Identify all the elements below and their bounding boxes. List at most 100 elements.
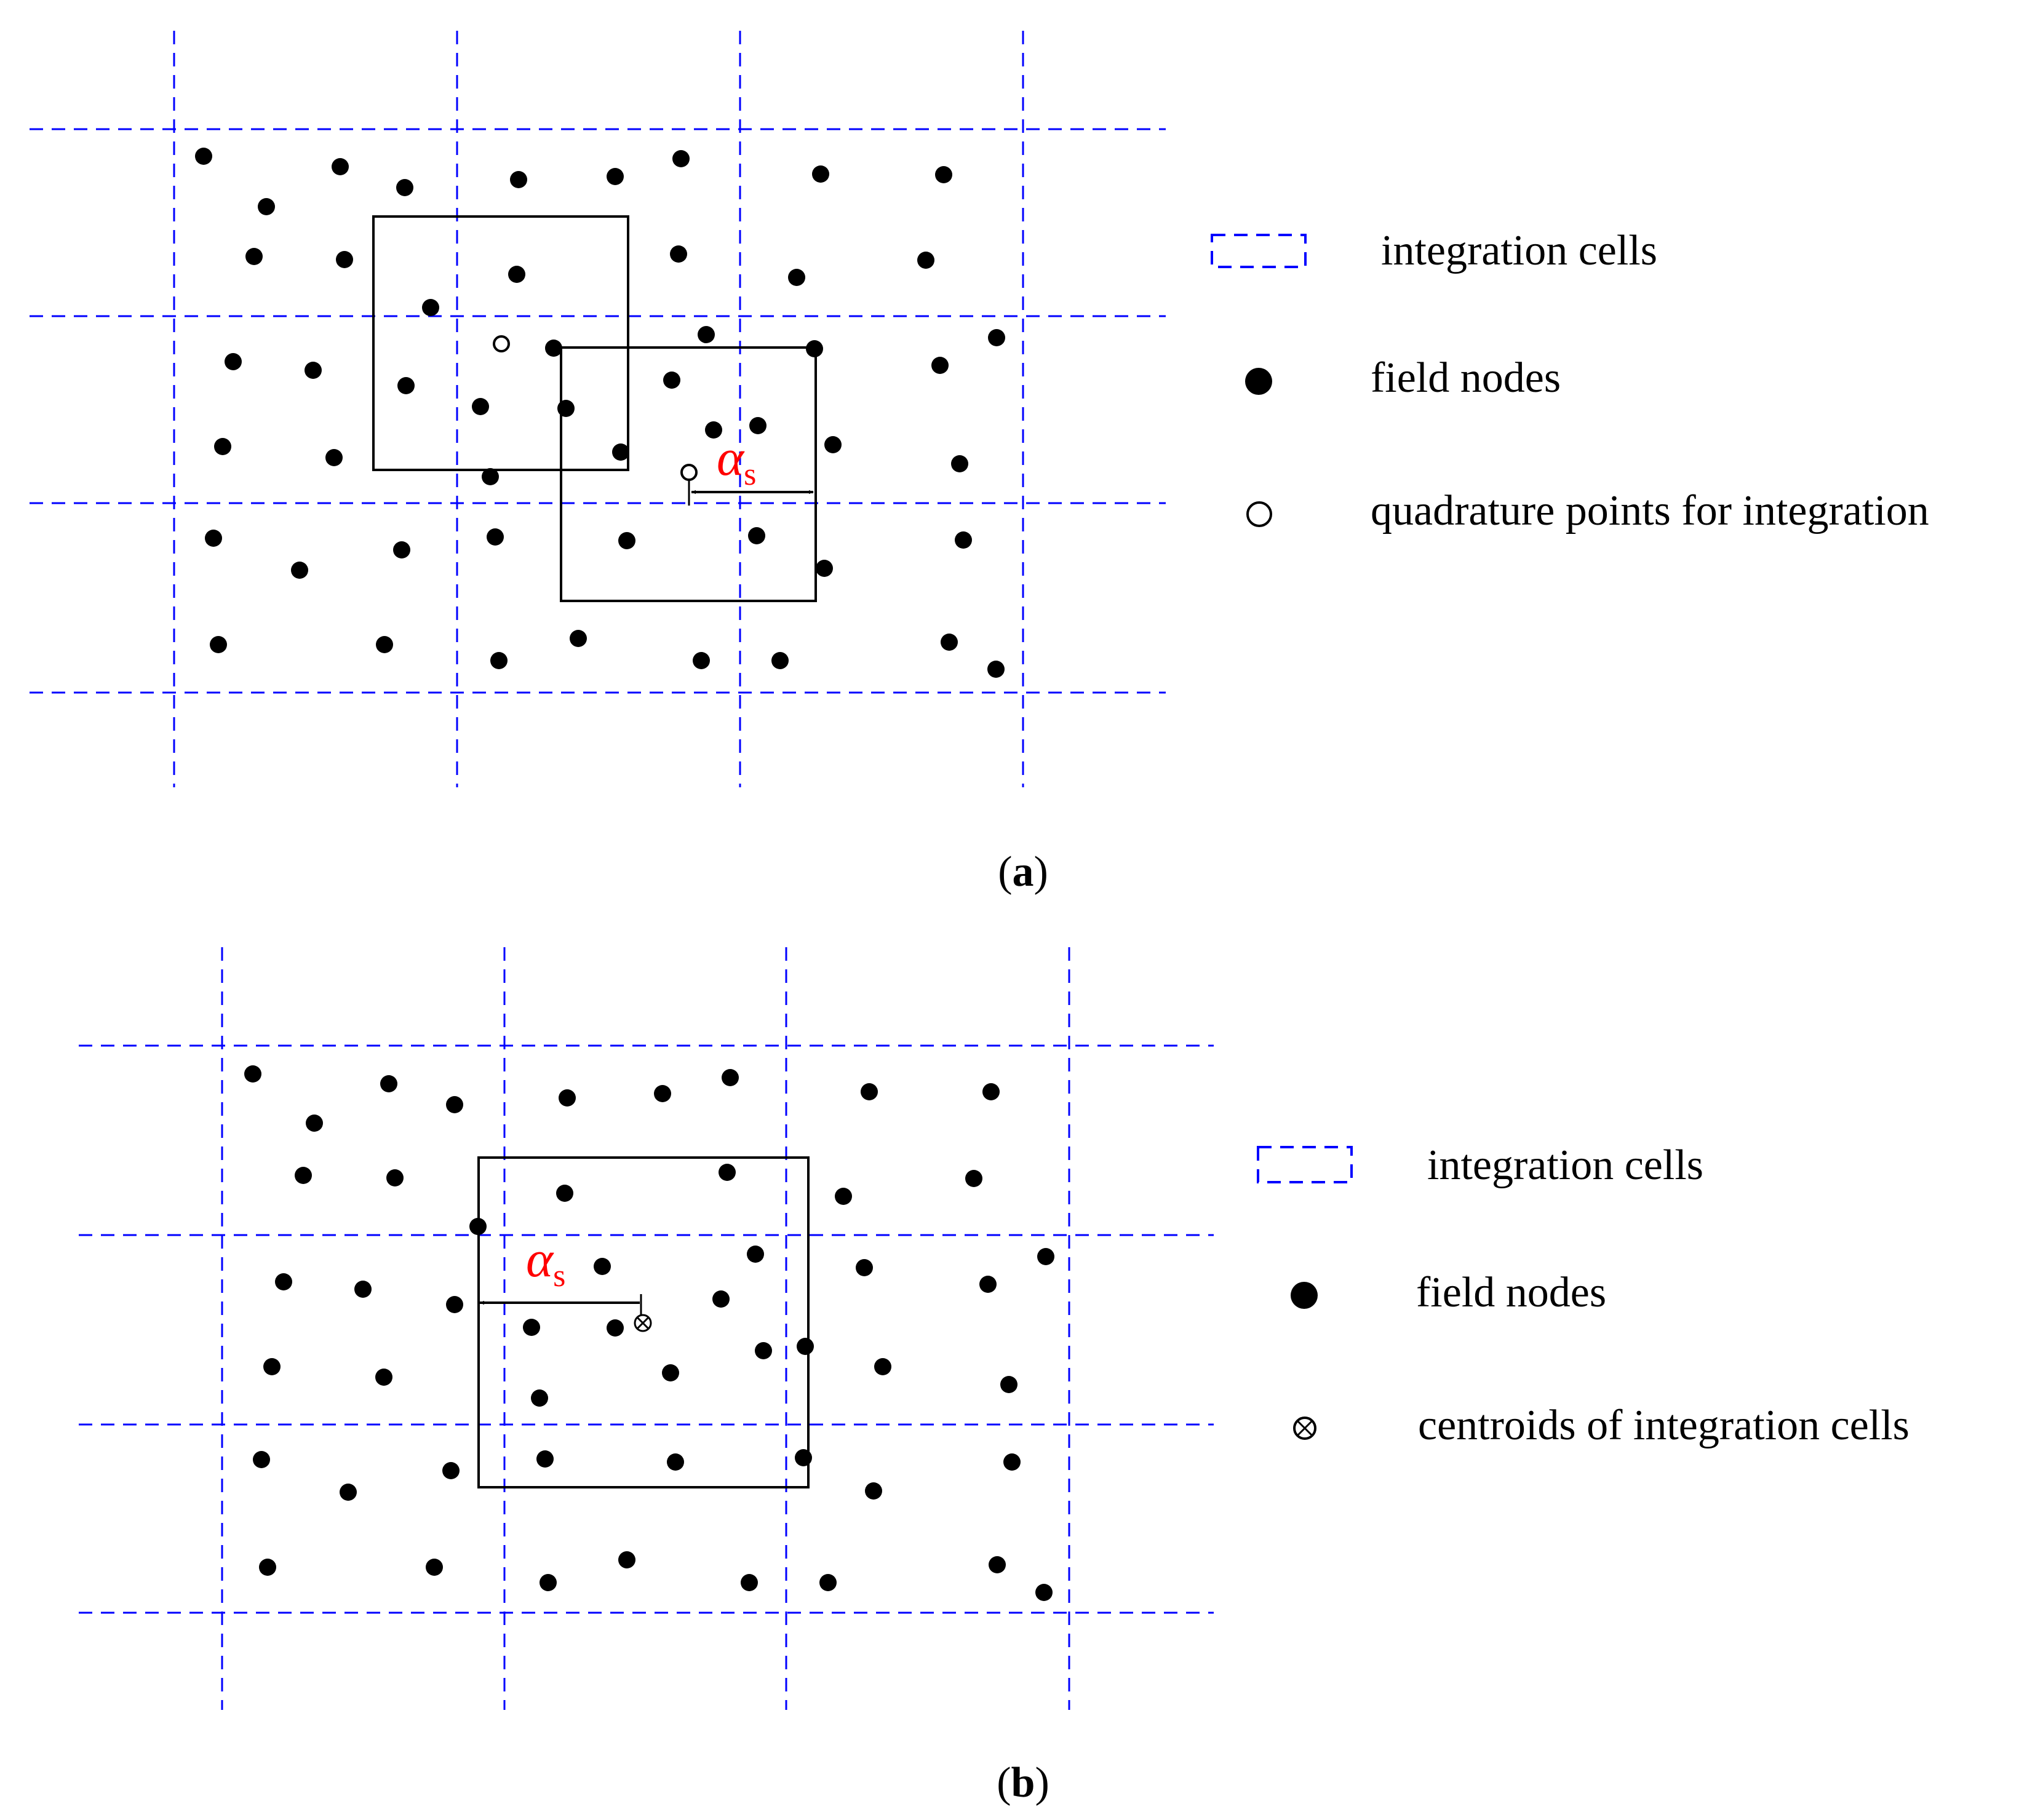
quadrature-point-icon (493, 335, 510, 352)
field-node (812, 165, 829, 183)
field-node (755, 1342, 772, 1359)
legend-b: integration cells field nodes centroids … (1257, 1142, 1909, 1449)
support-domain-a-2 (560, 346, 817, 602)
field-node (719, 1164, 736, 1181)
dashed-rectangle-icon (1211, 234, 1307, 268)
field-node (612, 443, 629, 461)
support-domains-a (372, 215, 817, 602)
field-node (442, 1462, 460, 1479)
alpha-subscript: s (744, 457, 756, 492)
open-circle-icon (1246, 501, 1272, 527)
field-node (1037, 1248, 1054, 1265)
field-node (987, 661, 1005, 678)
support-domain-b (477, 1156, 810, 1488)
field-node (955, 531, 972, 549)
alpha-subscript: s (553, 1258, 565, 1293)
support-size-label-a: αs (717, 429, 756, 492)
field-node (422, 299, 439, 316)
field-node (965, 1170, 982, 1187)
field-nodes-b (244, 1065, 1054, 1601)
field-node (523, 1319, 540, 1336)
field-node (712, 1290, 730, 1308)
field-node (1003, 1453, 1021, 1471)
alpha-symbol: α (717, 429, 745, 487)
filled-circle-icon (1291, 1282, 1318, 1309)
field-node (988, 329, 1005, 346)
legend-label-centroids: centroids of integration cells (1418, 1402, 1909, 1449)
field-node (258, 198, 275, 215)
legend-label-quadrature-points: quadrature points for integration (1371, 487, 1929, 534)
legend-a: integration cells field nodes quadrature… (1211, 227, 1929, 534)
field-node (861, 1083, 878, 1100)
field-node (749, 417, 767, 434)
field-node (559, 1089, 576, 1107)
legend-label-integration-cells: integration cells (1427, 1142, 1703, 1189)
field-node (989, 1556, 1006, 1573)
field-node (607, 168, 624, 185)
field-node (536, 1450, 554, 1468)
legend-label-field-nodes: field nodes (1416, 1269, 1606, 1316)
field-node (325, 449, 343, 466)
crossed-circle-icon (1293, 1417, 1316, 1440)
field-node (487, 528, 504, 546)
field-node (336, 251, 353, 268)
field-node (556, 1185, 573, 1202)
field-node (819, 1574, 837, 1591)
field-node (747, 1246, 764, 1263)
field-node (797, 1338, 814, 1355)
dashed-rectangle-icon (1257, 1146, 1353, 1183)
field-node (982, 1083, 1000, 1100)
field-node (426, 1559, 443, 1576)
field-node (380, 1075, 397, 1092)
field-node (654, 1085, 671, 1102)
field-node (531, 1389, 548, 1407)
field-node (376, 636, 393, 653)
quadrature-points-a (493, 335, 698, 506)
field-node (396, 179, 413, 196)
field-node (354, 1281, 372, 1298)
field-node (540, 1574, 557, 1591)
field-node (748, 527, 765, 544)
filled-circle-icon (1245, 368, 1272, 395)
field-node (693, 652, 710, 669)
field-node (594, 1258, 611, 1275)
field-node (951, 455, 968, 472)
field-node (545, 340, 562, 357)
field-node (210, 636, 227, 653)
field-node (824, 436, 842, 453)
field-node (245, 248, 263, 265)
field-node (618, 532, 635, 549)
field-node (1000, 1376, 1017, 1393)
legend-label-field-nodes: field nodes (1371, 354, 1561, 402)
field-node (935, 166, 952, 183)
field-node (917, 252, 934, 269)
quadrature-point-icon (680, 464, 698, 481)
field-node (508, 266, 525, 283)
field-node (705, 421, 722, 439)
panel-a: αs integration cells field nodes quadrat… (30, 31, 1929, 896)
field-node (332, 158, 349, 175)
field-node (1035, 1584, 1053, 1601)
field-node (607, 1319, 624, 1337)
field-node (941, 634, 958, 651)
field-node (874, 1358, 891, 1375)
panel-b: αs integration cells field nodes centroi… (79, 947, 1909, 1806)
alpha-symbol: α (526, 1231, 554, 1288)
field-node (662, 1364, 679, 1381)
support-size-label-b: αs (526, 1231, 565, 1293)
caption-a: (a) (998, 848, 1048, 896)
field-node (510, 171, 527, 188)
support-domain-a-1 (372, 215, 629, 471)
integration-cell-grid-a (30, 31, 1166, 787)
field-node (291, 562, 308, 579)
field-node (931, 357, 949, 374)
field-node (667, 1453, 684, 1471)
field-node (253, 1451, 270, 1468)
field-node (306, 1115, 323, 1132)
field-node (295, 1167, 312, 1184)
field-node (672, 150, 690, 167)
field-node (214, 438, 231, 455)
field-node (275, 1273, 292, 1290)
field-node (816, 560, 833, 577)
field-node (397, 377, 415, 394)
